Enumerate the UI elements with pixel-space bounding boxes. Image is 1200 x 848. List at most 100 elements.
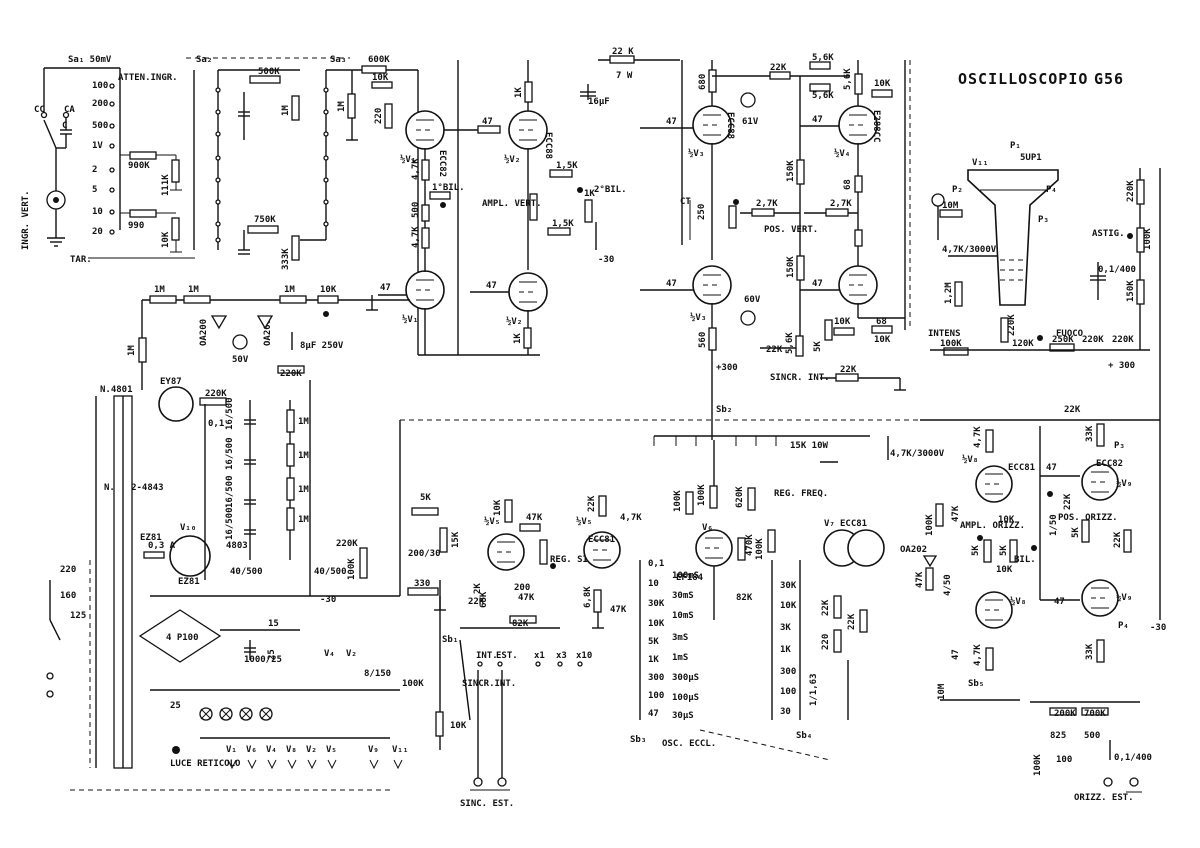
astig-knob-icon[interactable] (1127, 233, 1133, 239)
tube-v6-type: EF184 (676, 573, 704, 583)
svg-text:22K: 22K (770, 63, 787, 73)
svg-text:8/150: 8/150 (364, 669, 391, 679)
pot-2nd-balance[interactable] (584, 199, 593, 223)
resistor-220 (384, 103, 393, 129)
ext-sync-input-connector[interactable] (473, 777, 483, 787)
svg-text:ASTIG.: ASTIG. (1092, 229, 1125, 239)
resistor-220k-a (1000, 317, 1009, 343)
svg-text:Sb₅: Sb₅ (968, 679, 984, 689)
svg-text:N.4802-4843: N.4802-4843 (104, 483, 164, 493)
resistor-22k-c (835, 373, 859, 382)
svg-text:100K: 100K (940, 339, 962, 349)
balance-1-knob-icon[interactable] (440, 202, 446, 208)
pot-reg-sinc[interactable] (539, 539, 548, 565)
svg-text:P₁: P₁ (1010, 141, 1021, 151)
pot-ampl-vert[interactable] (529, 193, 538, 221)
svg-text:V₁: V₁ (226, 745, 237, 755)
svg-text:V₅: V₅ (326, 745, 337, 755)
focus-knob-icon[interactable] (1037, 335, 1043, 341)
svg-text:300: 300 (780, 667, 796, 677)
svg-text:330: 330 (414, 579, 430, 589)
svg-text:1M: 1M (298, 485, 309, 495)
svg-text:40/500: 40/500 (314, 567, 347, 577)
pot-pos-orizz[interactable] (1081, 519, 1090, 543)
svg-text:500: 500 (411, 202, 421, 218)
ext-horizontal-input-connector[interactable] (1103, 777, 1113, 787)
resistor-10k-d (871, 325, 893, 334)
svg-text:V₉: V₉ (368, 745, 379, 755)
tube-v3-top-label: ½V₃ (688, 148, 704, 159)
pot-ampl-orizz[interactable] (983, 539, 992, 563)
attenuator-title: ATTEN.INGR. (118, 73, 178, 83)
tube-v9-type: ECC82 (1096, 459, 1123, 469)
pot-1st-balance[interactable] (429, 191, 451, 200)
resistor-100k-c (359, 547, 368, 579)
svg-text:POS. ORIZZ.: POS. ORIZZ. (1058, 513, 1118, 523)
tube-v7-label: V₇ (824, 519, 835, 529)
svg-text:100K: 100K (697, 484, 707, 506)
balance-2-knob-icon[interactable] (577, 187, 583, 193)
svg-text:5,6K: 5,6K (812, 53, 834, 63)
horiz-pos-knob-icon[interactable] (1047, 491, 1053, 497)
pot-pos-vert[interactable] (728, 205, 737, 229)
svg-text:4/50: 4/50 (943, 574, 953, 596)
svg-text:-30: -30 (598, 255, 614, 265)
tube-v5-right-label: ½V₅ (576, 516, 592, 527)
svg-text:620K: 620K (735, 486, 745, 508)
pot-5k[interactable] (824, 319, 833, 341)
pos-vert-knob-icon[interactable] (733, 199, 739, 205)
trimmer-500k[interactable] (249, 75, 281, 84)
svg-text:x10: x10 (576, 651, 592, 661)
svg-text:10K: 10K (450, 721, 467, 731)
resistor-990 (129, 209, 157, 218)
ext-sync-label: SINC. EST. (460, 799, 514, 809)
svg-text:220K: 220K (205, 389, 227, 399)
pot-10k[interactable] (317, 295, 339, 304)
resistor-10k-c (871, 89, 893, 98)
horiz-ampl-knob-icon[interactable] (977, 535, 983, 541)
resistor-1m-c (149, 295, 177, 304)
svg-text:22K: 22K (587, 495, 597, 512)
svg-text:500: 500 (1084, 731, 1100, 741)
svg-text:5K: 5K (999, 545, 1009, 556)
horiz-balance-knob-icon[interactable] (1031, 545, 1037, 551)
resistor-10k-b (371, 81, 393, 89)
svg-text:25: 25 (267, 649, 277, 660)
resistor-560 (708, 327, 717, 351)
sync-level-knob-icon[interactable] (550, 563, 556, 569)
svg-text:22K: 22K (821, 599, 831, 616)
pot-reg-freq[interactable] (767, 529, 776, 553)
svg-text:1M: 1M (298, 451, 309, 461)
pot-astig[interactable] (1136, 227, 1145, 253)
resistor-5k6-c (854, 73, 863, 95)
timebase-range-right[interactable]: 30K 10K 3K 1K 300 100 30 (780, 581, 797, 717)
ca-label: CA (64, 105, 75, 115)
svg-text:2°BIL.: 2°BIL. (594, 185, 627, 195)
range-labels: 100 200 500 1V 2 5 10 20 (92, 81, 108, 237)
crt-label: V₁₁ (972, 158, 988, 168)
svg-text:15K: 15K (451, 531, 461, 548)
svg-text:4 P100: 4 P100 (166, 633, 199, 643)
svg-text:0,1: 0,1 (648, 559, 664, 569)
pot-470k[interactable] (737, 537, 746, 561)
pot-sync-5k[interactable] (411, 507, 439, 516)
svg-text:OA200: OA200 (199, 319, 209, 346)
graticule-light-knob-icon[interactable] (172, 746, 180, 754)
svg-text:1M: 1M (298, 417, 309, 427)
svg-text:4,7K: 4,7K (973, 426, 983, 448)
schematic-title: OSCILLOSCOPIO (958, 70, 1088, 88)
resistor-4k7-i (985, 647, 994, 671)
svg-text:V₄: V₄ (266, 745, 277, 755)
svg-text:5K: 5K (813, 341, 823, 352)
resistor-4k7-h (985, 429, 994, 453)
timebase-range-left[interactable]: 0,1 10 30K 10K 5K 1K 300 100 47 100mS 30… (648, 559, 699, 721)
pot-focus[interactable] (1049, 343, 1075, 352)
svg-text:100K: 100K (1033, 754, 1043, 776)
svg-text:4803: 4803 (226, 541, 248, 551)
resistor-600k (361, 65, 387, 74)
svg-text:100: 100 (1056, 755, 1072, 765)
pot-intensity[interactable] (943, 347, 969, 356)
svg-text:0,3 A: 0,3 A (148, 541, 176, 551)
svg-text:1,5K: 1,5K (556, 161, 578, 171)
resistor-750k (247, 225, 279, 234)
